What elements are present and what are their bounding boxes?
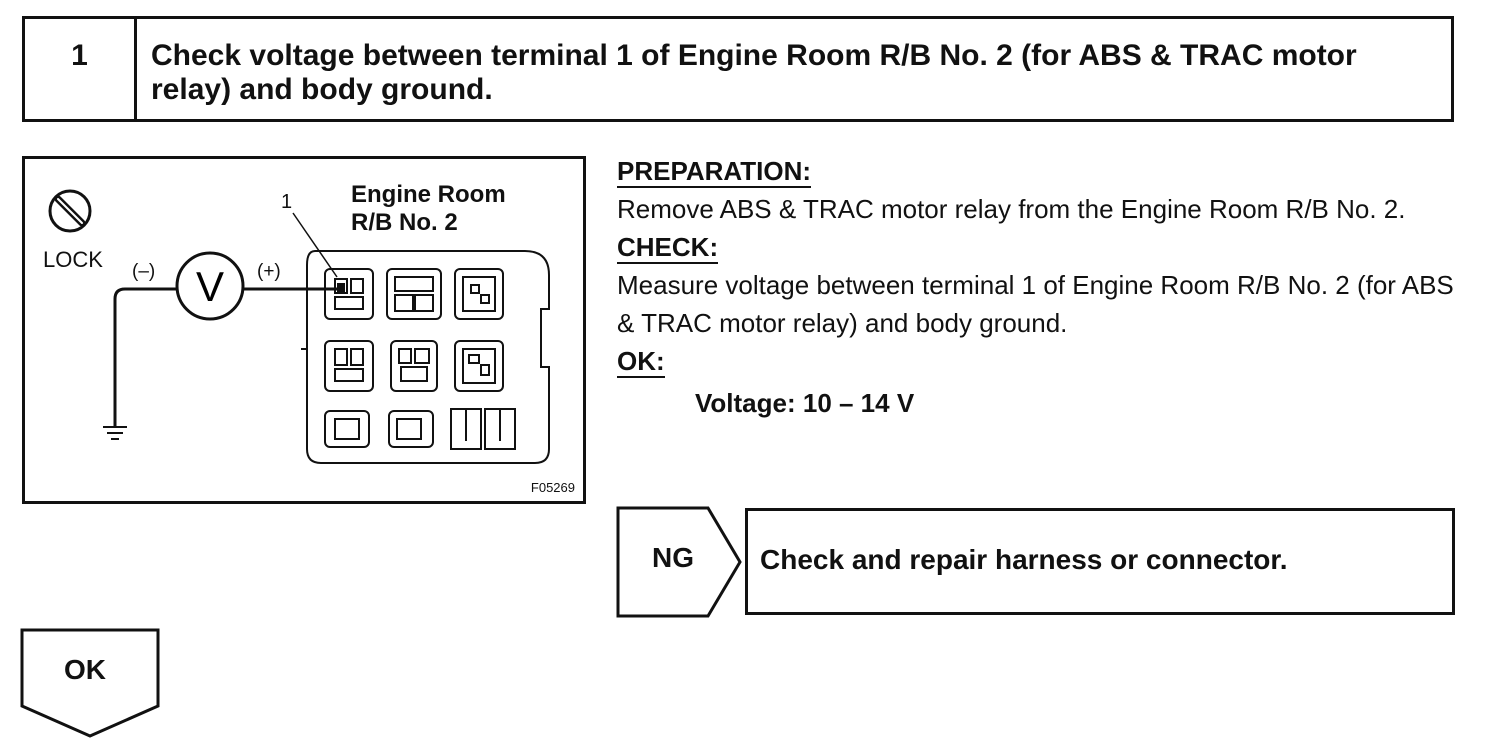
ng-action-text: Check and repair harness or connector. (760, 544, 1288, 575)
check-text: Measure voltage between terminal 1 of En… (617, 270, 1454, 338)
relay-block-diagram: V (48, 189, 550, 464)
step-title: Check voltage between terminal 1 of Engi… (151, 39, 1357, 106)
preparation-text: Remove ABS & TRAC motor relay from the E… (617, 194, 1406, 224)
relay-socket (386, 268, 442, 320)
svg-text:V: V (196, 263, 224, 310)
instructions: PREPARATION: Remove ABS & TRAC motor rel… (617, 152, 1477, 422)
ng-label: NG (652, 542, 694, 573)
lock-label: LOCK (43, 247, 103, 272)
ignition-lock-icon (48, 189, 92, 233)
wiring-figure: V (22, 156, 586, 504)
negative-lead-label: (–) (132, 261, 156, 282)
relay-socket (454, 268, 504, 320)
relay-block-label: Engine Room R/B No. 2 (351, 181, 506, 236)
relay-socket (454, 340, 504, 392)
ok-arrow-icon (20, 628, 160, 738)
figure-code: F05269 (530, 480, 575, 495)
relay-socket (324, 268, 374, 320)
ground-symbol-icon (103, 426, 127, 440)
relay-socket (390, 340, 438, 392)
ok-label: OK (64, 654, 106, 685)
check-heading: CHECK: (617, 232, 719, 264)
ok-heading: OK: (617, 346, 665, 378)
relay-socket (324, 410, 370, 448)
preparation-heading: PREPARATION: (617, 156, 812, 188)
terminal-label: 1 (281, 191, 293, 213)
voltage-spec: Voltage: 10 – 14 V (695, 388, 915, 418)
relay-block-outline (301, 250, 550, 464)
step-header: 1 Check voltage between terminal 1 of En… (22, 16, 1454, 122)
ng-action-box (745, 508, 1455, 615)
relay-socket (388, 410, 434, 448)
positive-lead-label: (+) (257, 261, 281, 282)
voltmeter-icon: V (175, 251, 245, 321)
terminal-1-marker (337, 283, 345, 293)
relay-socket (324, 340, 374, 392)
step-number: 1 (25, 19, 137, 119)
ng-arrow-icon (616, 506, 742, 618)
